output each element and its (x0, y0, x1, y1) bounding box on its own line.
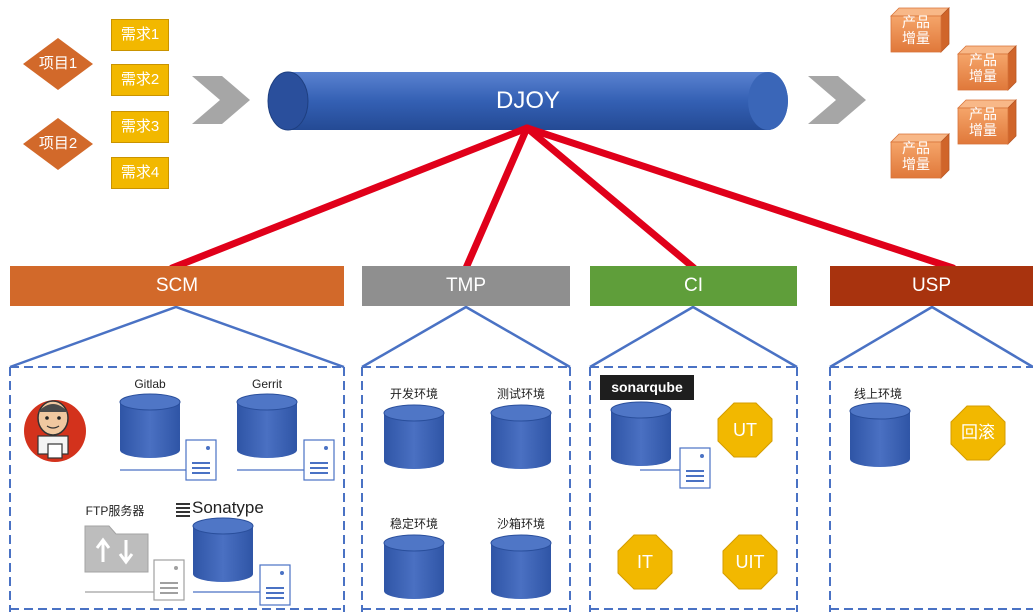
requirement-3[interactable]: 需求3 (111, 111, 169, 143)
ci-server-icon (679, 447, 711, 489)
jenkins-icon (24, 400, 86, 462)
requirement-4[interactable]: 需求4 (111, 157, 169, 189)
sonarqube-logo-icon (600, 375, 694, 400)
gerrit-database-icon (236, 393, 298, 459)
product-increment-box-3 (957, 99, 1017, 145)
test-env-database-icon (490, 404, 552, 470)
stable-env-database-icon (383, 534, 445, 600)
ftp-server-icon (153, 559, 185, 601)
project-diamond-1[interactable] (23, 38, 93, 90)
ut-badge-icon[interactable] (717, 402, 773, 458)
gitlab-server-icon (185, 439, 217, 481)
it-badge-icon[interactable] (617, 534, 673, 590)
dev-env-database-icon (383, 404, 445, 470)
gerrit-server-icon (303, 439, 335, 481)
ftp-folder-icon (84, 525, 149, 573)
product-increment-box-1 (890, 7, 950, 53)
gitlab-database-icon (119, 393, 181, 459)
flow-arrow-right-icon (808, 76, 866, 124)
nexus-database-icon (192, 517, 254, 583)
tier-ci[interactable]: CI (590, 266, 797, 306)
tier-panels (9, 366, 1033, 612)
tier-roofs (9, 305, 1033, 369)
tier-tmp[interactable]: TMP (362, 266, 570, 306)
online-env-database-icon (849, 402, 911, 468)
sonatype-logo-icon (176, 503, 190, 517)
tier-usp[interactable]: USP (830, 266, 1033, 306)
pipeline-connectors (168, 124, 957, 272)
flow-arrow-left-icon (192, 76, 250, 124)
requirement-2[interactable]: 需求2 (111, 64, 169, 96)
requirement-1[interactable]: 需求1 (111, 19, 169, 51)
sandbox-env-database-icon (490, 534, 552, 600)
ci-database-icon (610, 401, 672, 467)
product-increment-box-2 (957, 45, 1017, 91)
rollback-badge-icon[interactable] (950, 405, 1006, 461)
nexus-server-icon (259, 564, 291, 606)
tier-scm[interactable]: SCM (10, 266, 344, 306)
project-diamond-2[interactable] (23, 118, 93, 170)
product-increment-box-4 (890, 133, 950, 179)
uit-badge-icon[interactable] (722, 534, 778, 590)
djoy-pipeline[interactable] (267, 71, 788, 131)
